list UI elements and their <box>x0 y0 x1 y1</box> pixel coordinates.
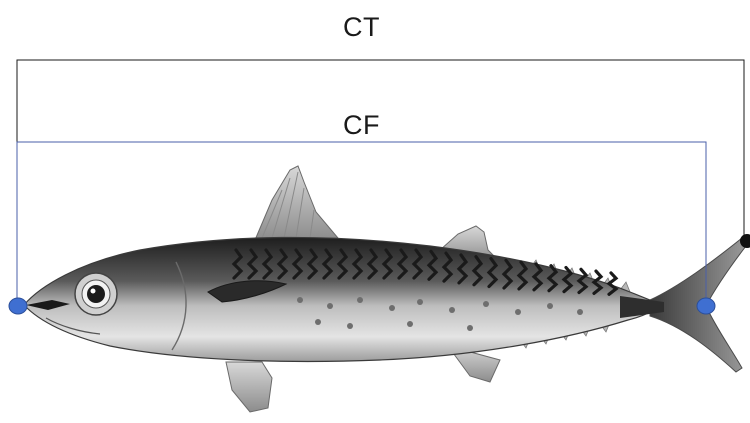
lateral-spot <box>297 297 303 303</box>
lateral-spot <box>449 307 455 313</box>
total-length-label: CT <box>343 12 380 43</box>
fish-eye <box>75 273 117 315</box>
lateral-spot <box>467 325 473 331</box>
lateral-spot <box>547 303 553 309</box>
fork-landmark-point <box>697 298 715 314</box>
lateral-spot <box>515 309 521 315</box>
lateral-spot <box>357 297 363 303</box>
lateral-spot <box>327 303 333 309</box>
lateral-spot <box>417 299 423 305</box>
fish-body <box>24 237 662 361</box>
mackerel-fish-illustration <box>24 166 746 412</box>
fork-length-label: CF <box>343 110 380 141</box>
lateral-spot <box>315 319 321 325</box>
lateral-spot <box>577 309 583 315</box>
lateral-spot <box>347 323 353 329</box>
lateral-spot <box>389 305 395 311</box>
lateral-spot <box>407 321 413 327</box>
pelvic-fin <box>226 362 272 412</box>
lateral-spot <box>483 301 489 307</box>
snout-landmark-point <box>9 298 27 314</box>
